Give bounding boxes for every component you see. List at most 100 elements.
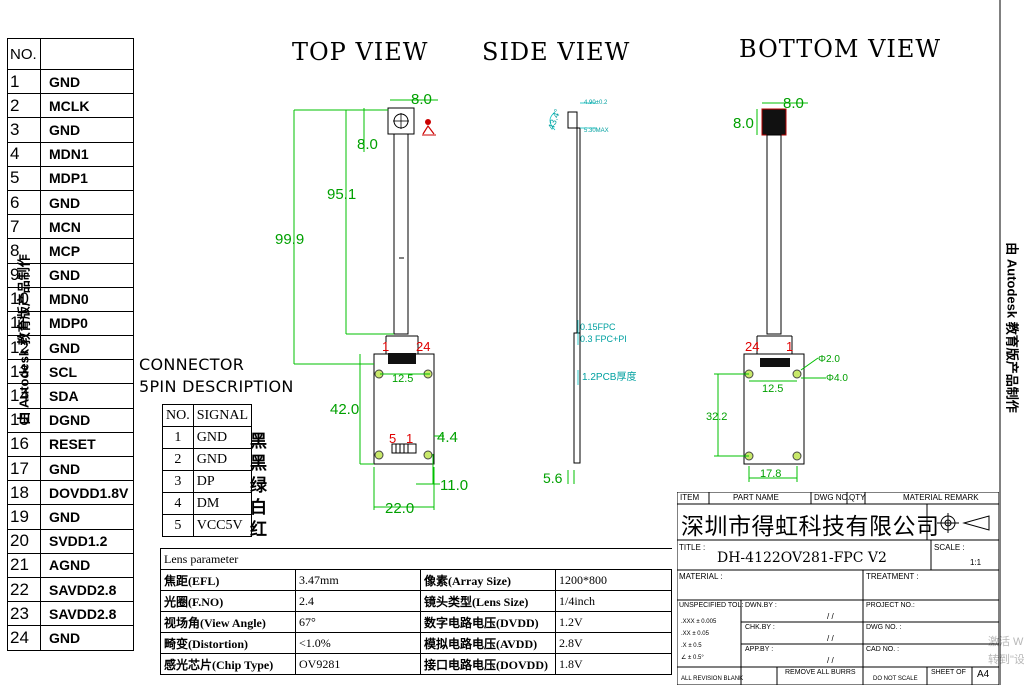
connector-title-2: 5PIN DESCRIPTION — [139, 377, 294, 396]
pin-signal: GND — [40, 504, 134, 530]
top-connector — [388, 353, 416, 364]
pin-signal: RESET — [40, 431, 134, 458]
tb-header-dwg: DWG NO. — [814, 493, 850, 502]
dim-side-top-a: 4.90±0.2 — [584, 100, 608, 106]
bottom-connector — [760, 358, 790, 367]
dim-bot-17-8: 17.8 — [760, 468, 781, 480]
pin-number: 7 — [7, 214, 41, 240]
tb-title-label: TITLE : — [679, 543, 706, 552]
pin-signal: GND — [40, 189, 134, 216]
tb-revision: ALL REVISION BLANK — [681, 676, 744, 682]
bottom-view: 8.0 8.0 24 1 Φ2.0 Φ4.0 12.5 32.2 17.8 — [706, 95, 848, 482]
dim-top-1: 1 — [406, 431, 413, 446]
side-view: 43.4° 4.90±0.2 5.30MAX 0.15FPC 0.3 FPC+P… — [543, 100, 636, 486]
top-fpc-cable — [393, 133, 409, 335]
dim-bot-d4: Φ4.0 — [826, 373, 848, 384]
lens-param-label: 感光芯片(Chip Type) — [160, 653, 296, 675]
dim-top-95-1: 95.1 — [327, 186, 356, 203]
top-view-title: TOP VIEW — [292, 38, 429, 66]
connector-title-1: CONNECTOR — [139, 355, 245, 374]
dim-side-angle: 43.4° — [546, 107, 563, 131]
pin-signal: GND — [40, 262, 134, 288]
pin-number: 8 — [7, 238, 41, 264]
dim-bot-pin24: 24 — [745, 339, 759, 354]
dim-top-pin24: 24 — [416, 339, 430, 354]
lens-param-value: 1200*800 — [555, 569, 672, 591]
dim-side-pcb: 1.2PCB厚度 — [582, 370, 636, 383]
lens-param-value: 1/4inch — [555, 590, 672, 612]
dim-top-11-0: 11.0 — [440, 477, 468, 494]
dim-bot-32-2: 32.2 — [706, 411, 727, 423]
pin-table-header-row: NO. — [7, 38, 134, 70]
connector-pin-signal: DP — [192, 470, 253, 493]
tb-dwn: DWN.BY : — [745, 602, 777, 609]
pin-number: 18 — [7, 480, 41, 506]
connector-header-row: NO. SIGNAL — [162, 404, 253, 427]
tb-header-part: PART NAME — [733, 493, 779, 502]
side-lens — [567, 111, 578, 129]
tb-do-not-scale: DO NOT SCALE — [873, 676, 918, 682]
lens-row: 视场角(View Angle)67°数字电路电压(DVDD)1.2V — [160, 611, 672, 633]
tb-header-qty: QTY — [849, 493, 866, 502]
connector-wire-color: 白 — [250, 498, 267, 518]
tb-tol-row: .XX ± 0.05 — [681, 631, 709, 637]
tb-cad-no: CAD NO. : — [866, 646, 900, 653]
tb-tol-rows: .XXX ± 0.005.XX ± 0.05.X ± 0.5∠ ± 0.5° — [681, 616, 716, 664]
tb-tol-row: .X ± 0.5 — [681, 643, 702, 649]
lens-param-label: 镜头类型(Lens Size) — [420, 590, 556, 612]
lens-row: 畸变(Distortion)<1.0%模拟电路电压(AVDD)2.8V — [160, 632, 672, 654]
dim-side-fpc-a: 0.15FPC — [580, 322, 616, 332]
dim-top-99-9: 99.9 — [275, 231, 304, 248]
tb-material-label: MATERIAL : — [679, 572, 723, 581]
watermark-corner-2: 转到"设 — [988, 654, 1024, 666]
dim-bot-pin1: 1 — [786, 339, 793, 354]
connector-pin-signal: VCC5V — [192, 514, 253, 537]
side-fpc — [576, 127, 581, 334]
pin-signal: DOVDD1.8V — [40, 480, 134, 506]
dim-side-top-b: 5.30MAX — [584, 128, 609, 134]
connector-wire-color: 绿 — [250, 476, 267, 496]
dim-top-22-0: 22.0 — [385, 500, 414, 517]
tb-scale-label: SCALE : — [934, 543, 965, 552]
tb-app: APP.BY : — [745, 646, 774, 653]
projection-symbol-icon — [937, 513, 990, 533]
dim-side-fpc-b: 0.3 FPC+PI — [580, 334, 627, 344]
connector-wire-color: 黑 — [250, 432, 267, 452]
lens-param-value: <1.0% — [295, 632, 421, 654]
dim-top-5: 5 — [389, 431, 396, 446]
connector-pin-number: 1 — [162, 426, 194, 449]
company-name: 深圳市得虹科技有限公司 — [681, 514, 940, 540]
lens-param-value: 1.2V — [555, 611, 672, 633]
connector-header-no: NO. — [162, 404, 194, 427]
tb-header-item: ITEM — [680, 493, 700, 502]
dim-top-12-5: 12.5 — [392, 373, 413, 385]
pin-signal: MDN0 — [40, 286, 134, 312]
pin-number: 4 — [7, 141, 41, 167]
connector-pin-number: 2 — [162, 448, 194, 471]
dim-top-42-0: 42.0 — [330, 401, 359, 418]
tb-size: A4 — [977, 669, 990, 680]
dim-top-pin1: 1 — [382, 339, 389, 354]
lens-param-label: 模拟电路电压(AVDD) — [420, 632, 556, 654]
pin-signal: MDP1 — [40, 165, 134, 191]
watermark-corner-1: 激活 W — [988, 636, 1024, 648]
tb-dwn-date: / / — [827, 612, 834, 621]
pin-number: 12 — [7, 335, 41, 361]
drawing-title: DH-4122OV281-FPC V2 — [717, 550, 887, 566]
lens-param-label: 接口电路电压(DOVDD) — [420, 653, 556, 675]
side-pcb — [573, 332, 581, 464]
lens-param-label: 视场角(View Angle) — [160, 611, 296, 633]
lens-param-value: 2.4 — [295, 590, 421, 612]
